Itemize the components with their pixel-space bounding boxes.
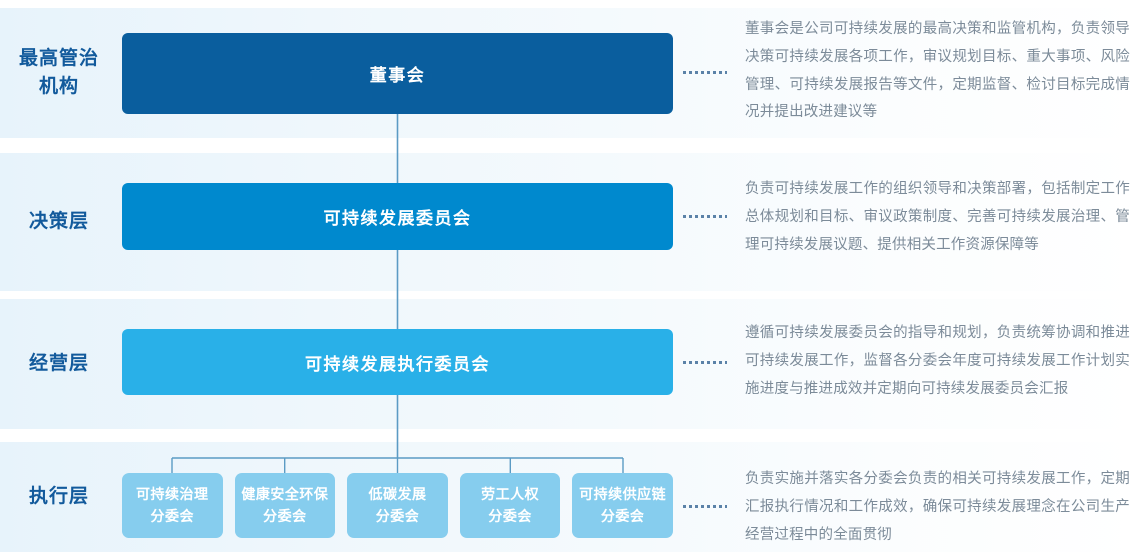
subcommittee-line2: 分委会 xyxy=(600,507,645,524)
tier-label-text: 经营层 xyxy=(28,353,89,375)
subcommittee-line1: 低碳发展 xyxy=(368,485,427,502)
subcommittee-line1: 可持续供应链 xyxy=(579,485,667,502)
subcommittee-line2: 分委会 xyxy=(488,507,532,524)
subcommittee-label: 可持续治理 分委会 xyxy=(136,484,209,527)
dotted-connector-icon xyxy=(683,360,727,364)
tier-label-text: 决策层 xyxy=(28,211,89,233)
node-sustainability-executive-committee[interactable]: 可持续发展执行委员会 xyxy=(122,329,673,395)
subcommittee-line1: 可持续治理 xyxy=(136,485,209,502)
subcommittee-line2: 分委会 xyxy=(263,507,307,524)
tier-label-management: 经营层 xyxy=(0,299,118,429)
dotted-connector-icon xyxy=(683,70,727,74)
node-label: 可持续发展委员会 xyxy=(323,209,472,228)
subcommittee-line2: 分委会 xyxy=(150,507,195,524)
subcommittee-health-safety-environment[interactable]: 健康安全环保 分委会 xyxy=(234,473,336,538)
tier-label-decision: 决策层 xyxy=(0,153,118,291)
node-sustainability-committee[interactable]: 可持续发展委员会 xyxy=(122,183,673,250)
subcommittee-label: 可持续供应链 分委会 xyxy=(579,484,666,527)
description-executive-committee: 遵循可持续发展委员会的指导和规划，负责统筹协调和推进可持续发展工作，监督各分委会… xyxy=(745,325,1130,397)
description-subcommittees: 负责实施并落实各分委会负责的相关可持续发展工作，定期汇报执行情况和工作成效，确保… xyxy=(745,471,1130,543)
tier-label-text: 执行层 xyxy=(28,486,89,508)
description-board-of-directors: 董事会是公司可持续发展的最高决策和监管机构，负责领导决策可持续发展各项工作，审议… xyxy=(745,21,1130,121)
node-label: 可持续发展执行委员会 xyxy=(305,354,490,374)
subcommittee-labor-human-rights[interactable]: 劳工人权 分委会 xyxy=(459,473,561,538)
node-label: 董事会 xyxy=(369,66,426,85)
description-sustainability-committee: 负责可持续发展工作的组织领导和决策部署，包括制定工作总体规划和目标、审议政策制度… xyxy=(745,181,1130,253)
dotted-connector-icon xyxy=(683,504,727,508)
dotted-connector-icon xyxy=(683,214,727,218)
subcommittee-sustainable-supply-chain[interactable]: 可持续供应链 分委会 xyxy=(572,473,673,538)
subcommittee-row: 可持续治理 分委会 健康安全环保 分委会 低碳发展 分委会 劳工人权 分委会 可 xyxy=(122,473,673,538)
tier-label-text: 最高管治机构 xyxy=(18,48,99,97)
subcommittee-line2: 分委会 xyxy=(375,507,420,524)
subcommittee-sustainable-governance[interactable]: 可持续治理 分委会 xyxy=(122,473,223,538)
subcommittee-low-carbon-development[interactable]: 低碳发展 分委会 xyxy=(347,473,448,538)
subcommittee-line1: 健康安全环保 xyxy=(241,485,329,502)
subcommittee-label: 健康安全环保 分委会 xyxy=(241,484,328,527)
node-board-of-directors[interactable]: 董事会 xyxy=(122,33,673,114)
subcommittee-label: 劳工人权 分委会 xyxy=(481,484,539,527)
subcommittee-line1: 劳工人权 xyxy=(481,485,540,502)
subcommittee-label: 低碳发展 分委会 xyxy=(368,484,426,527)
tier-label-execution: 执行层 xyxy=(0,442,118,552)
tier-label-highest-governance: 最高管治机构 xyxy=(0,8,118,138)
